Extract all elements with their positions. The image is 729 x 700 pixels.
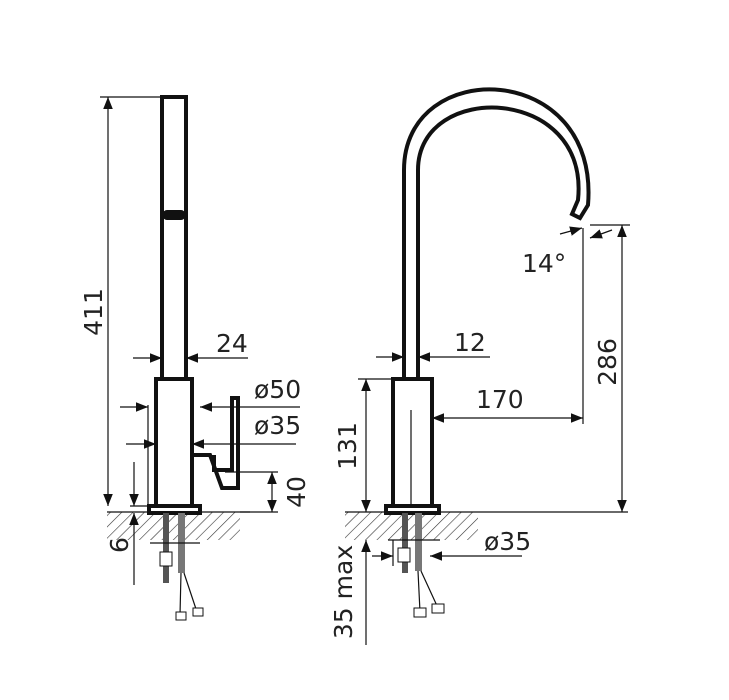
countertop-right bbox=[345, 512, 478, 540]
spout-tube-left bbox=[160, 95, 188, 381]
countertop-left bbox=[107, 512, 240, 540]
base-plate-left bbox=[147, 504, 202, 515]
dim-spout-24: 24 bbox=[216, 329, 248, 358]
dim-tube-12: 12 bbox=[454, 328, 486, 357]
nut-left bbox=[159, 551, 173, 567]
aerator-slot bbox=[163, 210, 185, 220]
dim-base-6: 6 bbox=[105, 537, 134, 553]
dim-base-o35: ø35 bbox=[254, 411, 301, 440]
dim-outlet-286: 286 bbox=[593, 338, 622, 386]
gooseneck-spout bbox=[402, 87, 591, 382]
right-side-view: 12 131 170 14° 286 ø35 35 max bbox=[329, 87, 630, 645]
dim-body-o50: ø50 bbox=[254, 375, 301, 404]
faucet-body-right bbox=[391, 377, 434, 509]
left-side-view: 411 24 ø50 ø35 40 6 bbox=[79, 95, 311, 621]
faucet-body-left bbox=[154, 377, 194, 509]
dim-angle-14: 14° bbox=[522, 249, 566, 278]
dim-handle-40: 40 bbox=[282, 476, 311, 508]
dim-body-131: 131 bbox=[333, 422, 362, 470]
handle-lever bbox=[192, 396, 240, 490]
base-plate-right bbox=[384, 504, 441, 515]
dim-height-411: 411 bbox=[79, 288, 108, 336]
mounting-stud-left bbox=[163, 513, 169, 583]
dim-reach-170: 170 bbox=[476, 385, 524, 414]
dim-mount-o35: ø35 bbox=[484, 527, 531, 556]
dim-counter-35max: 35 max bbox=[329, 545, 358, 639]
